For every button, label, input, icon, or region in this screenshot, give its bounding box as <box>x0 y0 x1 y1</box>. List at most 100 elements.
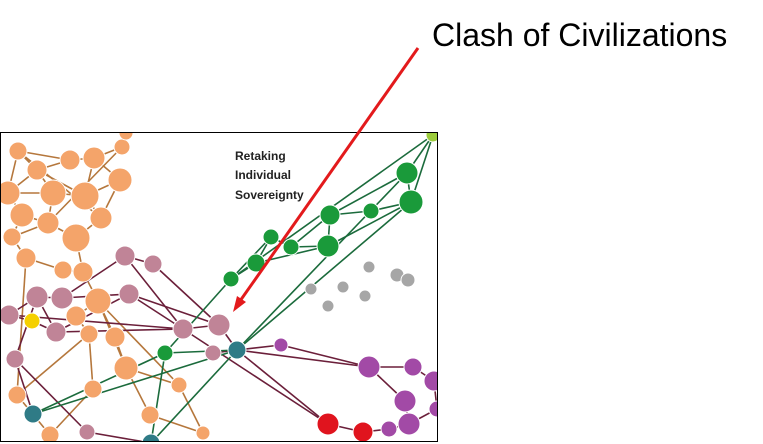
node-orange <box>104 326 126 348</box>
node-teal <box>23 404 43 424</box>
node-purple <box>393 389 417 413</box>
node-orange <box>61 223 91 253</box>
node-green <box>398 189 424 215</box>
node-green <box>395 161 419 185</box>
node-mauve <box>50 286 74 310</box>
node-orange <box>195 425 211 441</box>
cluster-label-line-3: Sovereignty <box>235 188 304 202</box>
node-purple <box>423 370 437 392</box>
edge <box>128 293 220 326</box>
node-orange <box>2 227 22 247</box>
node-green <box>246 253 266 273</box>
node-yellow <box>23 312 41 330</box>
edge <box>16 333 90 396</box>
edges-layer <box>7 133 437 441</box>
edge <box>61 255 126 299</box>
node-orange <box>70 181 100 211</box>
cluster-label-line-1: Retaking <box>235 149 286 163</box>
edge <box>178 384 204 434</box>
node-mauve <box>5 349 25 369</box>
node-orange <box>7 385 27 405</box>
edge <box>236 201 412 351</box>
node-mauve <box>78 423 96 441</box>
node-purple <box>397 412 421 436</box>
node-orange <box>113 138 131 156</box>
node-orange <box>84 287 112 315</box>
node-green <box>156 344 174 362</box>
node-grey <box>362 260 376 274</box>
cluster-label-line-2: Individual <box>235 168 291 182</box>
node-purple <box>273 337 289 353</box>
edge <box>280 344 370 368</box>
edge <box>150 352 166 441</box>
node-mauve <box>204 344 222 362</box>
edge <box>16 257 27 396</box>
node-orange <box>53 260 73 280</box>
node-green <box>222 270 240 288</box>
edge <box>164 278 232 354</box>
node-mauve <box>143 254 163 274</box>
node-orange <box>1 180 21 206</box>
node-orange <box>140 405 160 425</box>
node-mauve <box>45 321 67 343</box>
node-green <box>316 234 340 258</box>
node-green <box>262 228 280 246</box>
node-grey <box>304 282 318 296</box>
node-orange <box>8 141 28 161</box>
edge <box>97 300 180 386</box>
node-orange <box>82 146 106 170</box>
edge <box>14 358 88 433</box>
edge <box>152 263 220 326</box>
node-mauve <box>118 283 140 305</box>
node-green <box>362 202 380 220</box>
node-orange <box>83 379 103 399</box>
node-orange <box>40 425 60 441</box>
callout-label: Clash of Civilizations <box>432 17 728 53</box>
network-diagram: Retaking Individual Sovereignty <box>0 132 438 442</box>
node-purple <box>403 357 423 377</box>
node-orange <box>59 149 81 171</box>
edge <box>236 349 329 425</box>
node-green <box>319 204 341 226</box>
edge <box>128 293 184 330</box>
node-grey <box>400 272 416 288</box>
node-teal <box>141 433 161 441</box>
node-grey <box>358 289 372 303</box>
node-orange <box>65 305 87 327</box>
node-orange <box>89 206 113 230</box>
node-orange <box>26 159 48 181</box>
nodes-layer <box>1 133 437 441</box>
edge <box>86 431 145 441</box>
node-orange <box>107 167 133 193</box>
node-grey <box>336 280 350 294</box>
node-orange <box>79 324 99 344</box>
node-orange <box>9 202 35 228</box>
node-mauve <box>114 245 136 267</box>
node-orange <box>15 247 37 269</box>
node-red <box>352 421 374 441</box>
node-orange <box>72 261 94 283</box>
edge <box>124 255 184 330</box>
edge <box>14 358 34 415</box>
node-mauve <box>172 318 194 340</box>
node-green <box>282 238 300 256</box>
edge <box>151 349 238 441</box>
node-purple <box>428 400 437 418</box>
node-orange <box>118 133 134 141</box>
network-graph: Retaking Individual Sovereignty <box>1 133 437 441</box>
node-orange <box>39 179 67 207</box>
node-purple <box>357 355 381 379</box>
node-red <box>316 412 340 436</box>
node-orange <box>36 211 60 235</box>
node-teal <box>227 340 247 360</box>
node-orange <box>113 355 139 381</box>
edge <box>236 349 370 368</box>
node-lime <box>425 133 437 143</box>
node-mauve <box>207 313 231 337</box>
node-mauve <box>25 285 49 309</box>
node-purple <box>380 420 398 438</box>
edge <box>164 349 238 354</box>
node-orange <box>170 376 188 394</box>
node-mauve <box>1 304 20 326</box>
